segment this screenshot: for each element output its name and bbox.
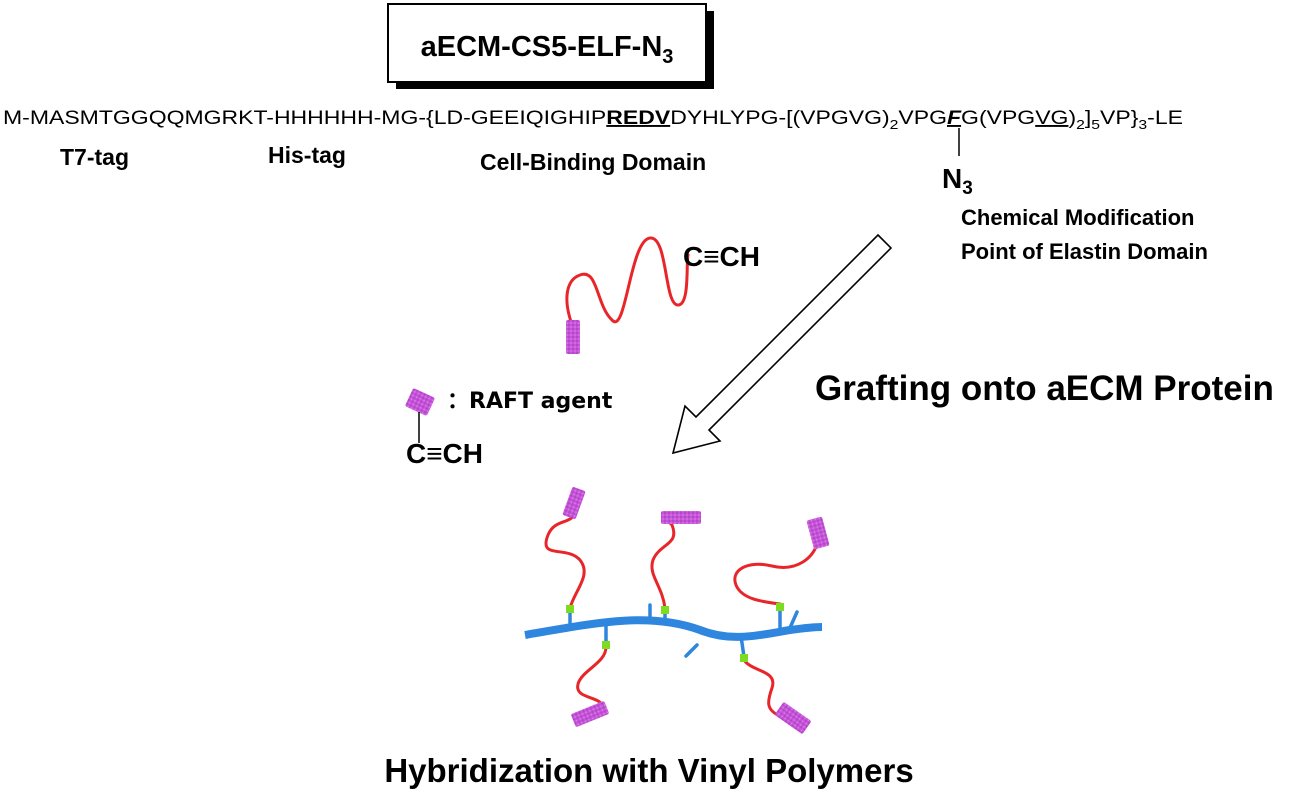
polymer-chain-strand [565, 236, 690, 332]
azide-label: N3 [942, 163, 973, 199]
reaction-arrow [671, 233, 893, 455]
branch [739, 634, 746, 659]
title-box: aECM-CS5-ELF-N3 [387, 3, 714, 89]
raft-agent-block [661, 511, 701, 524]
raft-legend-alkyne: C≡CH [406, 438, 483, 469]
grafting-label: Grafting onto aECM Protein [815, 369, 1274, 408]
linker-dot [740, 654, 748, 662]
grafted-chain [544, 510, 586, 610]
backbone-branches [568, 603, 799, 659]
raft-agent-block [806, 516, 830, 550]
raft-agent-block [571, 701, 609, 727]
title-text: aECM-CS5-ELF-N3 [421, 31, 674, 68]
grafted-chain [733, 538, 820, 606]
protein-sequence: M-MASMTGGQQMGRKT-HHHHHH-MG-{LD-GEEIQIGHI… [3, 108, 1183, 132]
grafted-chain [576, 645, 608, 710]
his-tag-label: His-tag [268, 142, 346, 168]
redv-motif: REDV [606, 108, 670, 129]
raft-agent-block [775, 702, 811, 734]
linker-dot [566, 605, 574, 613]
alkyne-group-label: C≡CH [683, 241, 760, 272]
raft-legend-label: ：RAFT agent [447, 389, 613, 414]
protein-backbone [524, 616, 823, 641]
cell-binding-domain-label: Cell-Binding Domain [480, 149, 706, 175]
title-box-frame [387, 3, 707, 83]
grafted-chain [650, 516, 676, 610]
raft-legend-icon [405, 388, 435, 416]
linker-dot [602, 641, 610, 649]
chemical-modification-label-line1: Chemical Modification [961, 205, 1194, 230]
raft-legend: C≡CH ：RAFT agent [405, 388, 613, 469]
branch [787, 610, 799, 632]
f-residue: F [947, 108, 963, 129]
raft-agent-block [562, 487, 586, 519]
raft-agent-block [566, 320, 580, 354]
linker-dot [776, 603, 784, 611]
chemical-modification-label-line2: Point of Elastin Domain [961, 239, 1208, 264]
linker-dots [566, 603, 784, 662]
t7-tag-label: T7-tag [60, 144, 129, 170]
hybrid-structure [524, 487, 830, 734]
hybridization-label: Hybridization with Vinyl Polymers [384, 752, 913, 789]
linker-dot [661, 606, 669, 614]
grafted-chain [742, 658, 782, 718]
free-polymer-chain: C≡CH [565, 236, 760, 354]
branch [684, 643, 699, 658]
